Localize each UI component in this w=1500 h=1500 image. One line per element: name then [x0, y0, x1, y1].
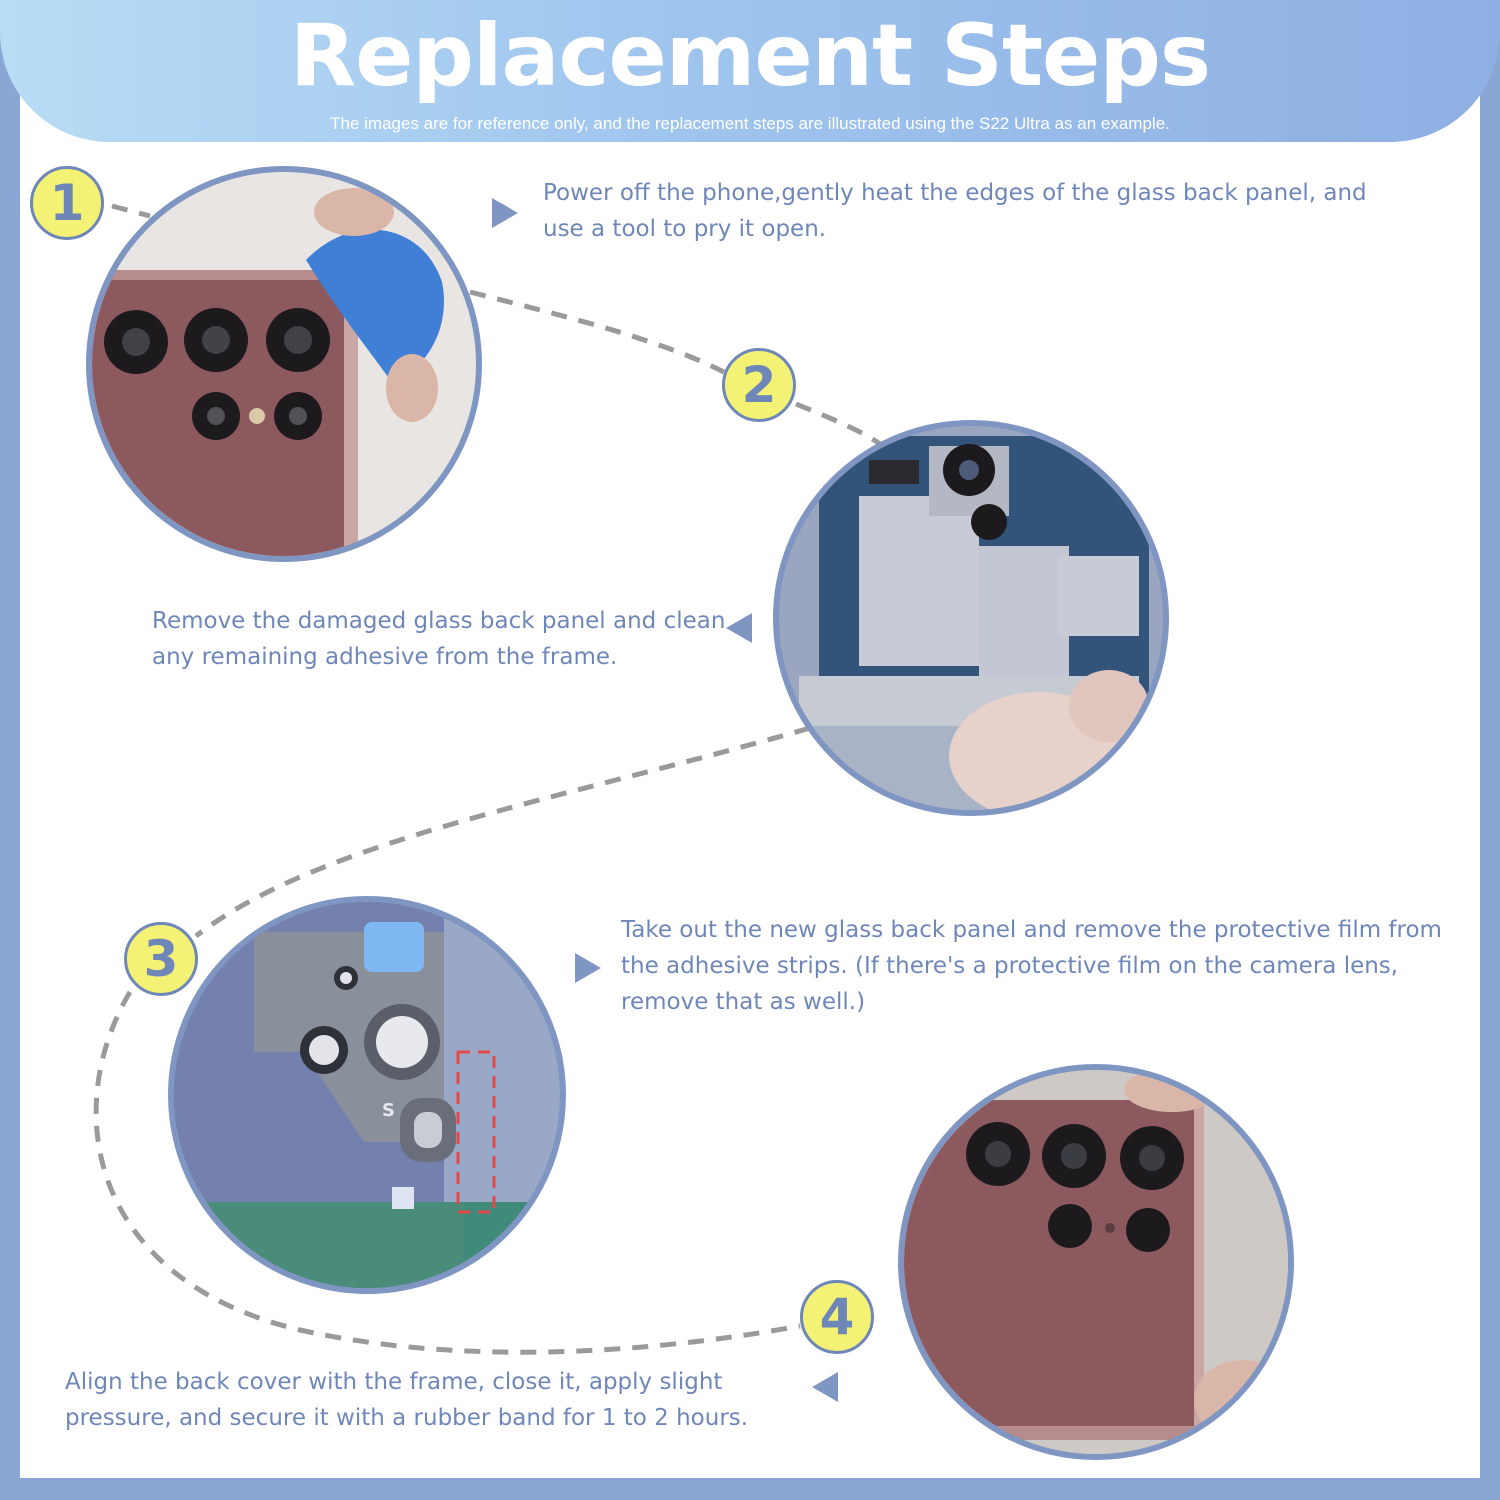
- step-3-pointer-icon: [575, 953, 601, 983]
- step-2-badge: 2: [722, 348, 796, 422]
- page-subtitle: The images are for reference only, and t…: [330, 114, 1170, 133]
- step-4-text: Align the back cover with the frame, clo…: [65, 1369, 749, 1431]
- step-1-photo: [86, 166, 482, 562]
- step-4-pointer-icon: [812, 1372, 838, 1402]
- step-4-badge: 4: [800, 1280, 874, 1354]
- step-3-photo: S: [168, 896, 566, 1294]
- page-title: Replacement Steps: [289, 6, 1211, 106]
- step-2-photo: [773, 420, 1169, 816]
- step-1-badge: 1: [30, 166, 104, 240]
- step-1-text: Power off the phone,gently heat the edge…: [543, 180, 1367, 242]
- step-4-photo: [898, 1064, 1294, 1460]
- header-banner: Replacement Steps The images are for ref…: [0, 0, 1500, 142]
- lens-marker-label: S: [382, 1100, 395, 1121]
- step-2-pointer-icon: [726, 613, 752, 643]
- step-3-badge: 3: [124, 922, 198, 996]
- step-1-pointer-icon: [492, 198, 518, 228]
- step-2-text: Remove the damaged glass back panel and …: [152, 608, 726, 670]
- step-3-text: Take out the new glass back panel and re…: [621, 917, 1442, 1015]
